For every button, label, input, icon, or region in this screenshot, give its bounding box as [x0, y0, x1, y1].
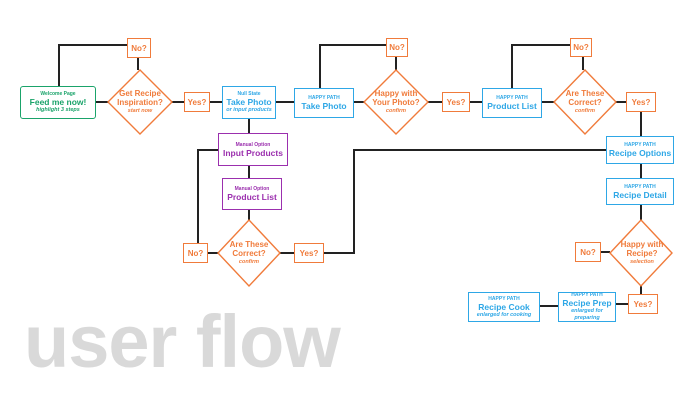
answer-label: Yes? [446, 97, 466, 107]
decision-subtitle: start now [127, 108, 153, 114]
decision-diamond [217, 218, 281, 288]
node-title: Recipe Detail [613, 189, 667, 200]
answer-label: No? [573, 43, 589, 52]
yes-answer-box[interactable]: Yes? [626, 92, 656, 112]
answer-label: No? [187, 248, 204, 258]
answer-label: Yes? [631, 97, 651, 107]
yes-answer-box[interactable]: Yes? [184, 92, 210, 112]
user-flow-watermark: user flow [24, 300, 341, 383]
node-tag: Null State [237, 91, 261, 97]
node-title: Take Photo [301, 101, 347, 111]
connector [319, 44, 386, 92]
answer-label: No? [131, 43, 147, 53]
node-tag: HAPPY PATH [308, 95, 340, 101]
answer-label: No? [389, 43, 405, 52]
decision-title: Happy with Your Photo? [372, 89, 420, 107]
node-tag: HAPPY PATH [488, 295, 520, 302]
recipe-cook-node[interactable]: HAPPY PATH Recipe Cook enlarged for cook… [468, 292, 540, 322]
decision-diamond [609, 218, 673, 288]
node-subtitle: or input products [226, 107, 272, 113]
node-tag: HAPPY PATH [624, 142, 656, 148]
product-list-node[interactable]: HAPPY PATH Product List [482, 88, 542, 118]
decision-diamond [363, 69, 429, 135]
decision-happy-recipe[interactable]: Happy with Recipe? selection [616, 238, 668, 268]
no-answer-box[interactable]: No? [575, 242, 601, 262]
recipe-detail-node[interactable]: HAPPY PATH Recipe Detail [606, 178, 674, 205]
decision-subtitle: selection [630, 259, 654, 265]
decision-diamond [107, 69, 173, 135]
connector [197, 149, 218, 243]
node-subtitle: enlarged for cooking [476, 311, 532, 318]
node-tag: Welcome Page [40, 91, 76, 97]
node-tag: Manual Option [235, 141, 271, 148]
node-title: Product List [487, 101, 537, 111]
node-tag: HAPPY PATH [624, 183, 656, 190]
decision-subtitle: confirm [238, 259, 260, 265]
node-title: Recipe Prep [562, 298, 612, 308]
yes-answer-box[interactable]: Yes? [628, 294, 658, 314]
answer-label: Yes? [187, 97, 207, 107]
node-subtitle: highlight 3 steps [36, 107, 80, 113]
node-tag: HAPPY PATH [496, 95, 528, 101]
connector [58, 44, 127, 88]
node-tag: HAPPY PATH [571, 292, 603, 298]
connector [511, 44, 570, 92]
decision-subtitle: confirm [385, 108, 407, 114]
recipe-prep-node[interactable]: HAPPY PATH Recipe Prep enlarged for prep… [558, 292, 616, 322]
node-title: Input Products [223, 147, 283, 158]
take-photo-node[interactable]: HAPPY PATH Take Photo [294, 88, 354, 118]
no-answer-box[interactable]: No? [386, 38, 408, 57]
decision-title: Are These Correct? [229, 240, 269, 258]
input-products-node[interactable]: Manual Option Input Products [218, 133, 288, 166]
decision-subtitle: confirm [574, 108, 596, 114]
decision-title: Happy with Recipe? [620, 240, 664, 258]
node-tag: Manual Option [234, 186, 270, 192]
manual-product-list-node[interactable]: Manual Option Product List [222, 178, 282, 210]
decision-title: Are These Correct? [565, 89, 605, 107]
yes-answer-box[interactable]: Yes? [442, 92, 470, 112]
answer-label: Yes? [299, 248, 319, 258]
no-answer-box[interactable]: No? [570, 38, 592, 57]
decision-title: Get Recipe Inspiration? [117, 89, 163, 107]
decision-get-inspiration[interactable]: Get Recipe Inspiration? start now [112, 86, 168, 118]
take-photo-null-node[interactable]: Null State Take Photo or input products [222, 86, 276, 119]
node-title: Recipe Options [608, 148, 672, 158]
answer-label: Yes? [633, 299, 653, 309]
decision-correct-top[interactable]: Are These Correct? confirm [564, 82, 606, 122]
no-answer-box[interactable]: No? [127, 38, 151, 58]
welcome-page-node[interactable]: Welcome Page Feed me now! highlight 3 st… [20, 86, 96, 119]
node-title: Recipe Cook [478, 301, 530, 312]
yes-answer-box[interactable]: Yes? [294, 243, 324, 263]
decision-diamond [553, 68, 617, 136]
node-subtitle: enlarged for preparing [571, 308, 603, 321]
node-title: Take Photo [226, 97, 272, 107]
decision-happy-photo[interactable]: Happy with Your Photo? confirm [368, 86, 424, 118]
connector [324, 149, 606, 254]
node-title: Feed me now! [29, 97, 87, 107]
decision-correct-manual[interactable]: Are These Correct? confirm [228, 233, 270, 273]
answer-label: No? [580, 247, 596, 257]
no-answer-box[interactable]: No? [183, 243, 208, 263]
node-title: Product List [227, 192, 277, 202]
recipe-options-node[interactable]: HAPPY PATH Recipe Options [606, 136, 674, 164]
